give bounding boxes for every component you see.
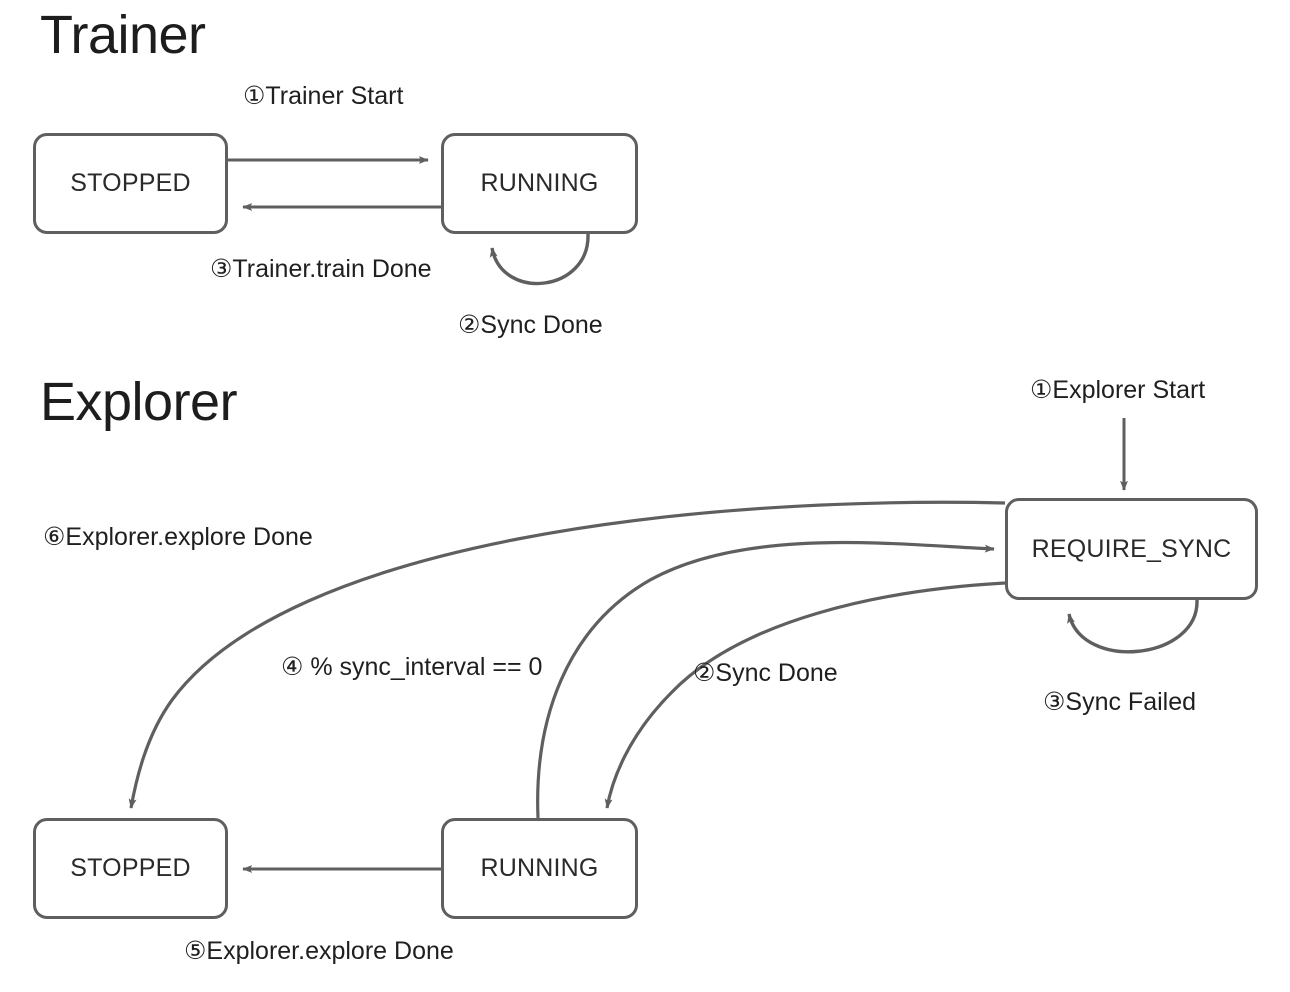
- state-label-trainer-stopped: STOPPED: [70, 169, 191, 197]
- state-explorer-stopped[interactable]: STOPPED: [33, 818, 228, 919]
- edge-trainer-sync-done: [489, 233, 590, 286]
- edge-label-explorer-sync-done: ②Sync Done: [693, 659, 838, 687]
- edge-label-trainer-train-done: ③Trainer.train Done: [210, 255, 432, 283]
- state-explorer-require-sync[interactable]: REQUIRE_SYNC: [1005, 498, 1258, 600]
- state-label-explorer-require-sync: REQUIRE_SYNC: [1031, 534, 1232, 563]
- state-explorer-running[interactable]: RUNNING: [441, 818, 638, 919]
- edge-label-explorer-sync-failed: ③Sync Failed: [1043, 688, 1197, 716]
- edge-label-explorer-start: ①Explorer Start: [1030, 376, 1206, 404]
- edge-label-trainer-start: ①Trainer Start: [243, 82, 404, 110]
- state-label-explorer-stopped: STOPPED: [70, 854, 191, 882]
- section-title-explorer: Explorer: [40, 372, 238, 432]
- edge-label-explorer-explore-done-require: ⑥Explorer.explore Done: [43, 523, 313, 551]
- edge-explorer-sync-done: [604, 581, 1006, 809]
- edge-label-explorer-explore-done-running: ⑤Explorer.explore Done: [184, 937, 454, 965]
- edge-explorer-explore-done-require: [128, 500, 1006, 809]
- section-title-trainer: Trainer: [40, 5, 206, 65]
- state-label-trainer-running: RUNNING: [480, 169, 599, 197]
- edge-label-explorer-sync-interval: ④ % sync_interval == 0: [281, 653, 543, 681]
- state-label-explorer-running: RUNNING: [480, 854, 599, 882]
- edge-explorer-sync-failed: [1067, 599, 1199, 654]
- edge-label-trainer-sync-done: ②Sync Done: [458, 311, 603, 339]
- edge-explorer-sync-interval: [536, 540, 995, 819]
- state-trainer-stopped[interactable]: STOPPED: [33, 133, 228, 234]
- state-trainer-running[interactable]: RUNNING: [441, 133, 638, 234]
